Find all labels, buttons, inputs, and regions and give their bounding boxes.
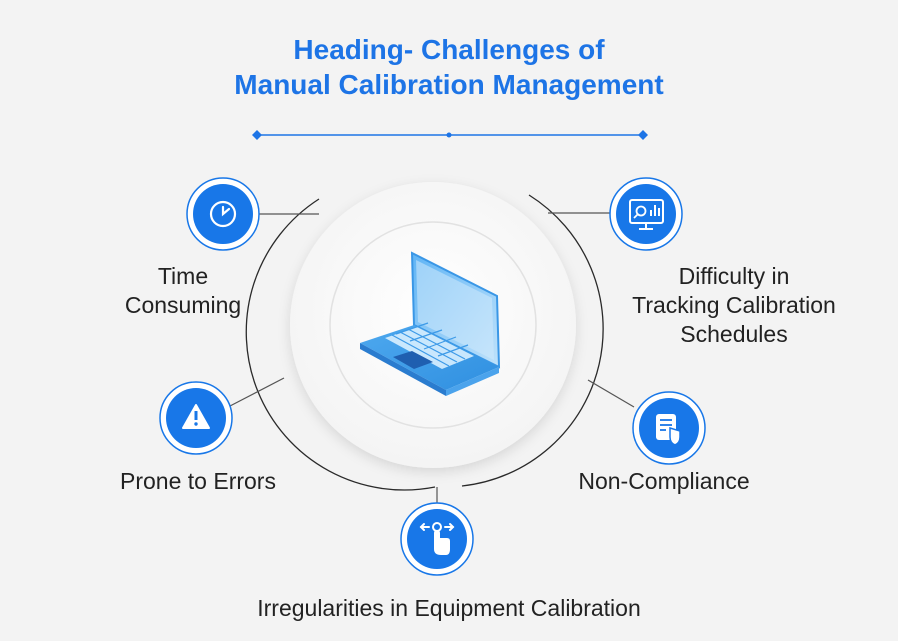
warning-icon bbox=[159, 381, 233, 455]
label-irregularities: Irregularities in Equipment Calibration bbox=[199, 594, 699, 623]
label-line: Irregularities in Equipment Calibration bbox=[257, 595, 641, 621]
label-tracking-schedules: Difficulty in Tracking Calibration Sched… bbox=[609, 262, 859, 349]
label-line: Tracking Calibration bbox=[632, 292, 836, 318]
title-line-1: Heading- Challenges of bbox=[293, 34, 605, 65]
label-line: Schedules bbox=[680, 321, 788, 347]
touch-hand-icon bbox=[400, 502, 474, 576]
monitor-search-icon bbox=[609, 177, 683, 251]
label-line: Difficulty in bbox=[678, 263, 790, 289]
clock-icon bbox=[186, 177, 260, 251]
label-time-consuming: Time Consuming bbox=[108, 262, 258, 320]
page-title: Heading- Challenges of Manual Calibratio… bbox=[0, 32, 898, 102]
connector-lines bbox=[229, 212, 635, 505]
label-line: Time bbox=[157, 263, 209, 289]
laptop-icon bbox=[360, 251, 501, 396]
title-line-2: Manual Calibration Management bbox=[234, 69, 664, 100]
title-divider bbox=[252, 130, 648, 140]
label-line: Non-Compliance bbox=[578, 468, 750, 494]
label-non-compliance: Non-Compliance bbox=[556, 467, 772, 496]
label-prone-to-errors: Prone to Errors bbox=[98, 467, 298, 496]
label-line: Consuming bbox=[124, 292, 242, 318]
document-shield-icon bbox=[632, 391, 706, 465]
label-line: Prone to Errors bbox=[120, 468, 276, 494]
